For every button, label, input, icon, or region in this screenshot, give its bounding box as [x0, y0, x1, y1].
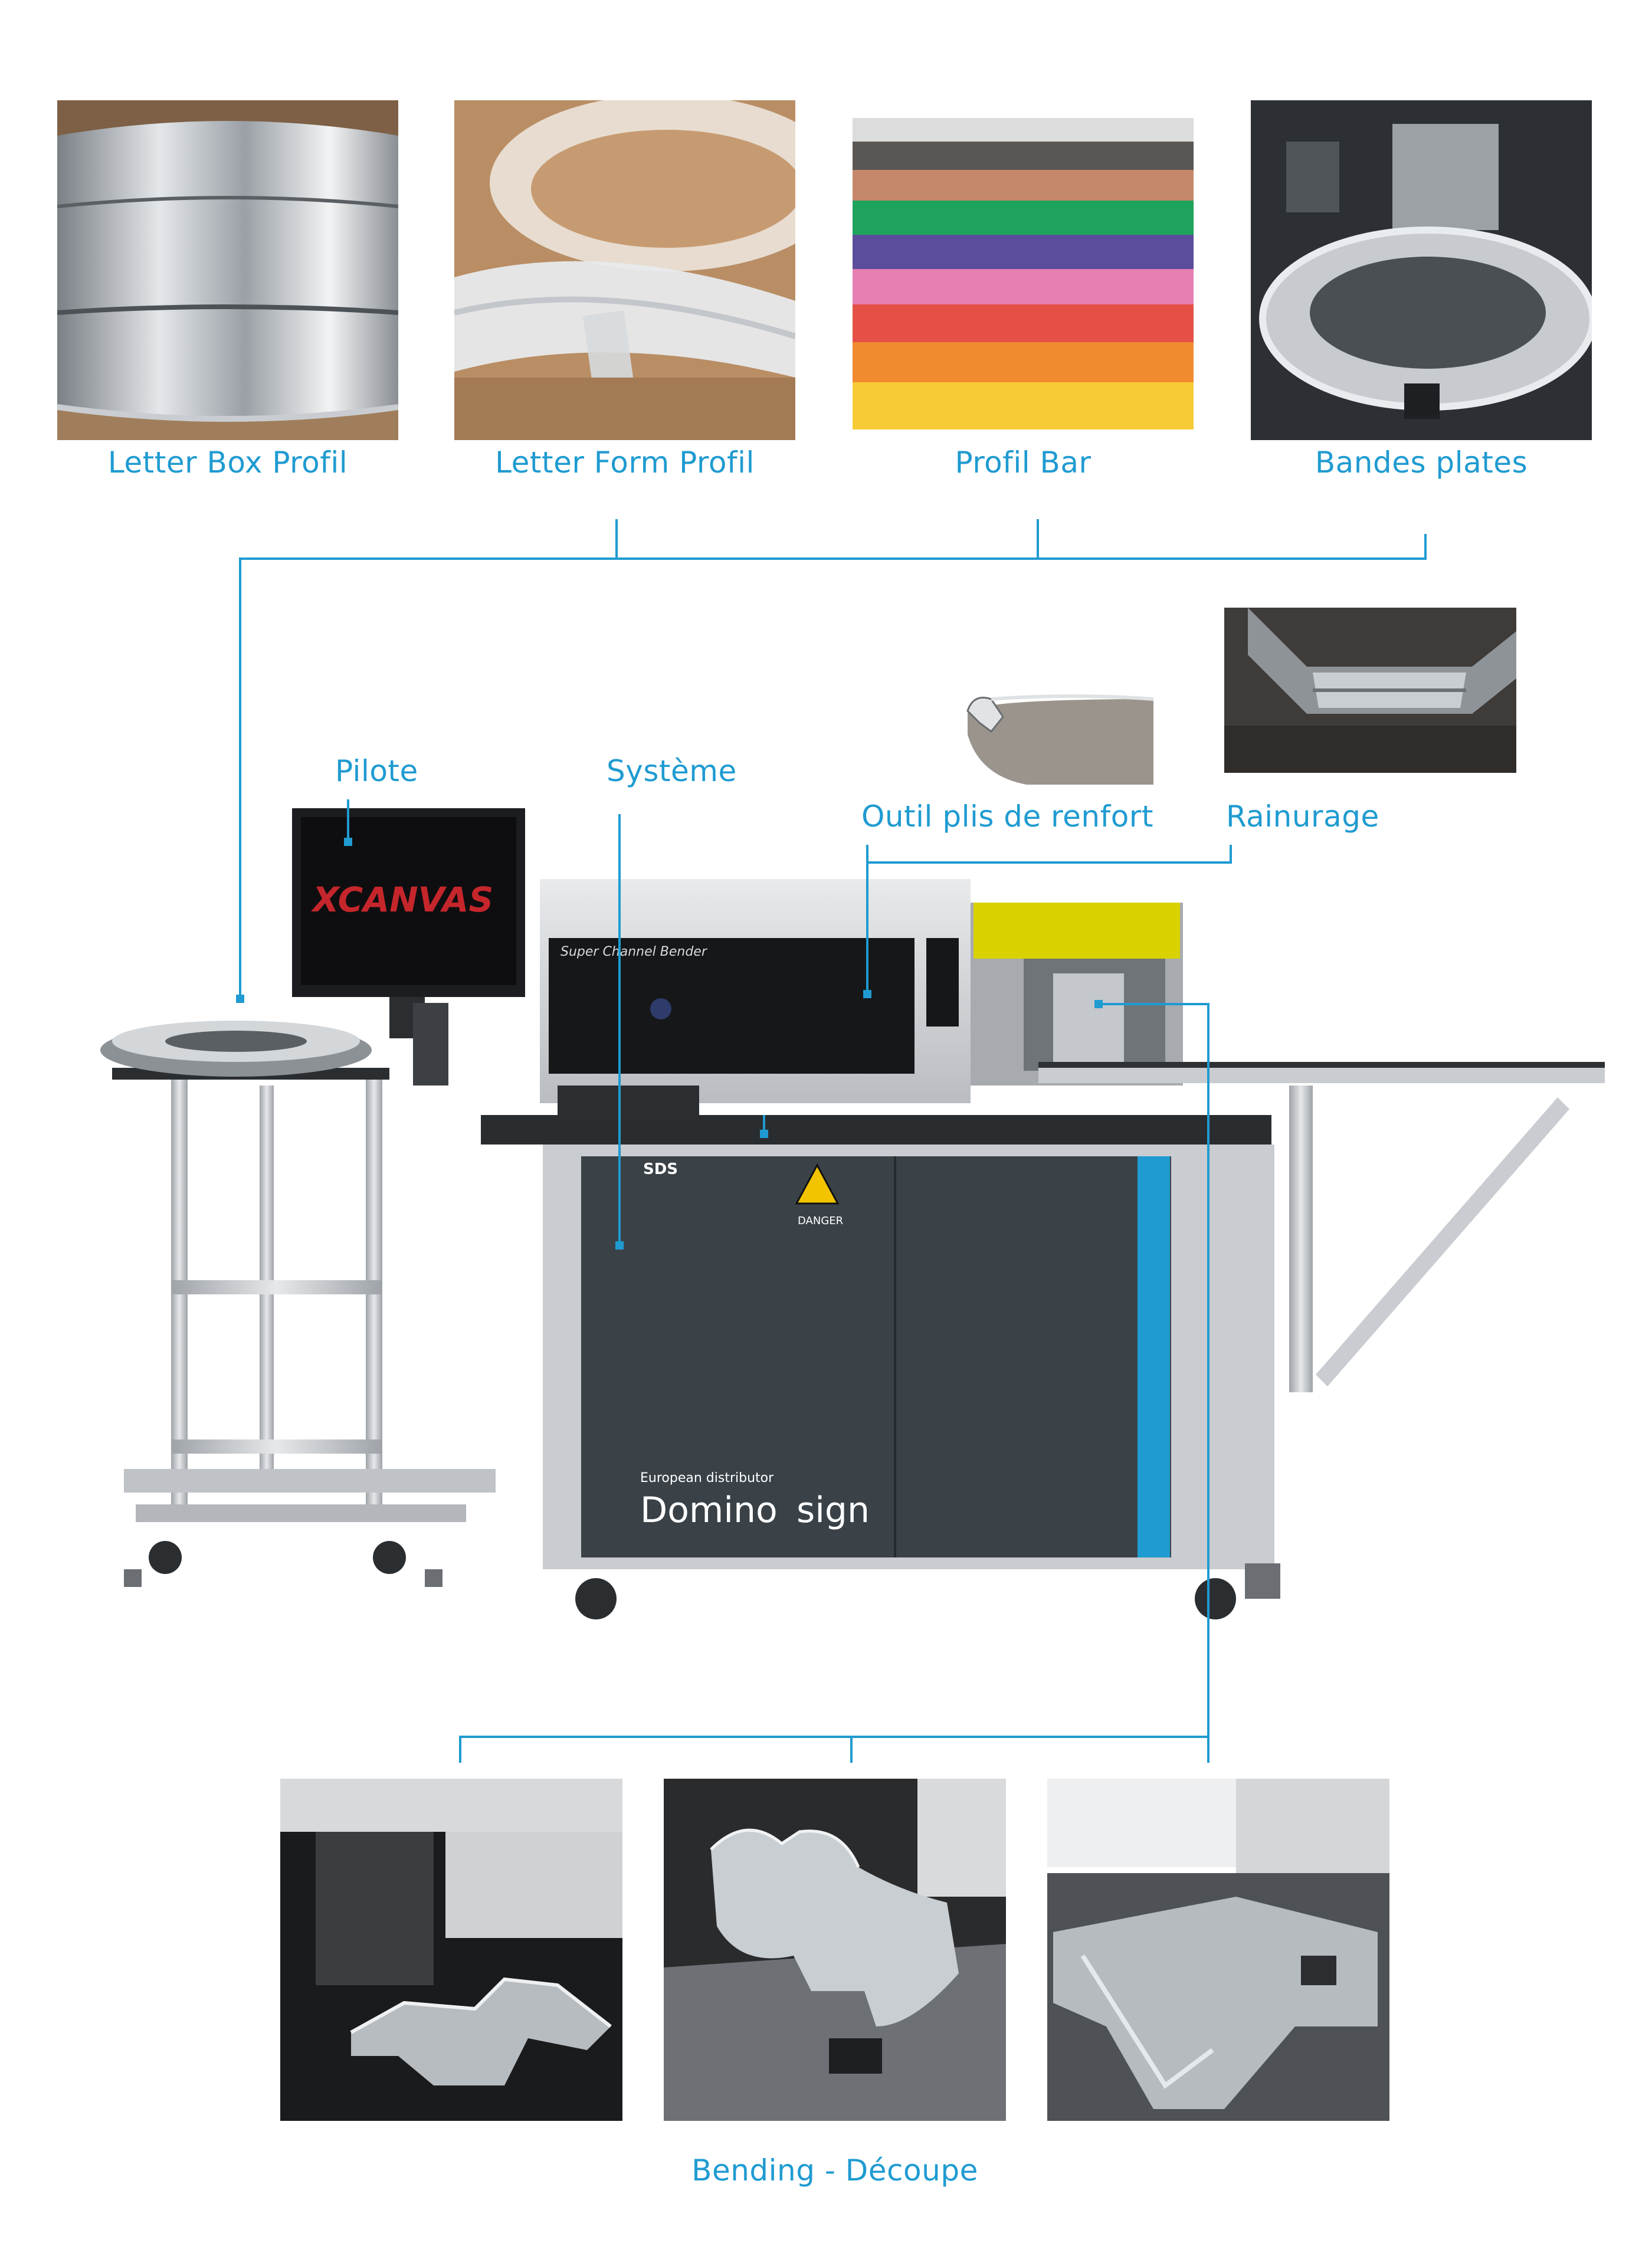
keyboard-dot: [760, 1130, 768, 1138]
letter-box-profil-label: Letter Box Profil: [107, 445, 348, 480]
pilote-label: Pilote: [335, 754, 418, 788]
reel: [100, 1021, 372, 1077]
systeme-dot: [615, 1241, 624, 1250]
profil-bar-photo: [853, 100, 1194, 440]
right-connector: [1207, 1003, 1210, 1763]
bending-photo-1: [280, 1779, 622, 2121]
right-table: [1038, 1062, 1605, 1392]
rainurage-dot: [1094, 1000, 1103, 1008]
head-label: Super Channel Bender: [560, 945, 708, 959]
distributor-right: sign: [796, 1490, 870, 1531]
top-bracket-horizontal: [239, 558, 1427, 560]
letter-form-profil-photo: [454, 100, 795, 440]
letter-form-profil-label: Letter Form Profil: [495, 445, 755, 480]
control-panel: [558, 1086, 699, 1121]
brand-text: SDS: [643, 1160, 678, 1178]
outil-rainurage-bracket: [866, 861, 1232, 864]
outil-dot: [863, 990, 871, 998]
screen-logo-text: XCANVAS: [311, 880, 493, 920]
bending-photo-3: [1047, 1779, 1389, 2121]
bandes-plates-label: Bandes plates: [1315, 445, 1528, 480]
outil-label: Outil plis de renfort: [861, 799, 1153, 834]
distributor-caption: European distributor: [640, 1471, 774, 1485]
rainurage-detail-photo: [1224, 608, 1516, 773]
bending-photo-2: [664, 1779, 1006, 2121]
outil-leader: [866, 845, 868, 992]
pilote-leader: [347, 799, 349, 841]
keyboard-leader: [763, 1115, 765, 1133]
top-bracket-tick-3: [1424, 534, 1427, 559]
left-stand: [112, 1068, 496, 1587]
cabinet: [543, 1145, 1280, 1619]
top-bracket-tick-1: [615, 519, 618, 559]
rainurage-tick: [1230, 845, 1232, 864]
pilote-dot: [344, 838, 352, 846]
distributor-left: Domino: [640, 1490, 778, 1531]
yellow-unit: [974, 903, 1180, 1071]
letter-box-profil-photo: [57, 100, 398, 440]
bottom-bracket-tick-2: [850, 1736, 853, 1763]
rainurage-label: Rainurage: [1226, 799, 1379, 834]
danger-text: DANGER: [798, 1215, 843, 1227]
bottom-bracket-horizontal: [459, 1736, 1210, 1738]
bandes-plates-photo: [1251, 100, 1592, 440]
systeme-label: Système: [607, 754, 737, 788]
systeme-leader: [618, 814, 621, 1245]
reel-dot: [236, 995, 244, 1003]
rainurage-connector-h: [1097, 1003, 1210, 1005]
bottom-bracket-tick-1: [459, 1736, 461, 1763]
profil-bar-label: Profil Bar: [955, 445, 1092, 480]
monitor: [292, 808, 525, 1086]
outil-detail-photo: [956, 675, 1153, 785]
bending-decoupe-caption: Bending - Découpe: [691, 2153, 978, 2188]
top-bracket-tick-2: [1037, 519, 1039, 559]
top-to-reel-connector: [239, 558, 241, 997]
